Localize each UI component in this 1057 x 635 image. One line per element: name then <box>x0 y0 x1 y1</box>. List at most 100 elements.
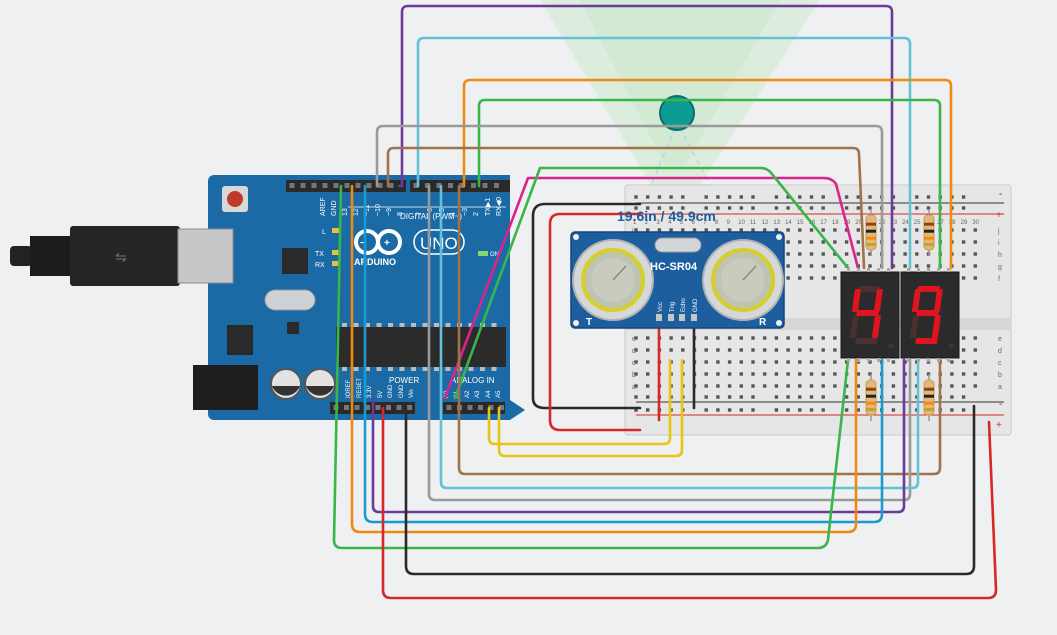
rail-hole[interactable] <box>856 195 860 199</box>
breadboard-hole[interactable] <box>821 252 825 256</box>
breadboard-hole[interactable] <box>751 336 755 340</box>
breadboard-hole[interactable] <box>716 348 720 352</box>
breadboard-hole[interactable] <box>821 264 825 268</box>
breadboard-hole[interactable] <box>833 336 837 340</box>
breadboard-hole[interactable] <box>646 228 650 232</box>
header-pin[interactable] <box>344 405 349 410</box>
breadboard-hole[interactable] <box>774 372 779 376</box>
breadboard-hole[interactable] <box>973 240 977 244</box>
breadboard-hole[interactable] <box>844 252 849 256</box>
breadboard-hole[interactable] <box>833 252 837 256</box>
breadboard-hole[interactable] <box>821 372 825 376</box>
breadboard-hole[interactable] <box>634 336 638 340</box>
breadboard-hole[interactable] <box>739 228 743 232</box>
breadboard-hole[interactable] <box>657 228 662 232</box>
rail-hole[interactable] <box>634 206 638 210</box>
breadboard-hole[interactable] <box>809 348 814 352</box>
breadboard-hole[interactable] <box>844 228 849 232</box>
breadboard-hole[interactable] <box>634 360 638 364</box>
breadboard-hole[interactable] <box>961 228 966 232</box>
wire-green-bottom[interactable] <box>332 184 850 550</box>
breadboard-hole[interactable] <box>809 264 814 268</box>
rail-hole[interactable] <box>856 395 860 399</box>
breadboard-hole[interactable] <box>868 264 872 268</box>
header-pin[interactable] <box>478 405 483 410</box>
header-pin[interactable] <box>467 405 473 410</box>
rail-hole[interactable] <box>727 395 732 399</box>
header-pin[interactable] <box>407 405 412 410</box>
seven-segment-display[interactable]: 9 <box>900 268 960 362</box>
rail-hole[interactable] <box>844 395 849 399</box>
breadboard-hole[interactable] <box>961 252 966 256</box>
header-pin[interactable] <box>499 405 504 410</box>
rail-hole[interactable] <box>868 206 872 210</box>
wire-purple[interactable] <box>397 4 894 270</box>
rail-hole[interactable] <box>669 206 673 210</box>
header-pin[interactable] <box>448 183 453 188</box>
breadboard-hole[interactable] <box>856 384 860 388</box>
rail-hole[interactable] <box>891 195 896 199</box>
wire-gray-top[interactable] <box>375 124 884 270</box>
wire-blue[interactable] <box>363 184 884 524</box>
rail-hole[interactable] <box>716 206 720 210</box>
breadboard-hole[interactable] <box>763 228 767 232</box>
rail-hole[interactable] <box>704 395 708 399</box>
breadboard-hole[interactable] <box>774 360 779 364</box>
wire-black-bottom[interactable] <box>404 404 976 576</box>
breadboard-hole[interactable] <box>798 348 802 352</box>
rail-hole[interactable] <box>926 206 931 210</box>
header-pin[interactable] <box>388 183 394 188</box>
breadboard-hole[interactable] <box>774 336 779 340</box>
rail-hole[interactable] <box>681 195 685 199</box>
rail-hole[interactable] <box>751 206 755 210</box>
breadboard-hole[interactable] <box>634 372 638 376</box>
wire-orange-bottom[interactable] <box>350 184 858 534</box>
breadboard-hole[interactable] <box>891 252 896 256</box>
breadboard-hole[interactable] <box>798 264 802 268</box>
breadboard-hole[interactable] <box>798 228 802 232</box>
breadboard-hole[interactable] <box>739 336 743 340</box>
breadboard-hole[interactable] <box>634 348 638 352</box>
breadboard-hole[interactable] <box>798 276 802 280</box>
breadboard-hole[interactable] <box>669 228 673 232</box>
breadboard-hole[interactable] <box>821 228 825 232</box>
rail-hole[interactable] <box>821 206 825 210</box>
breadboard-hole[interactable] <box>704 228 708 232</box>
breadboard-hole[interactable] <box>973 264 977 268</box>
breadboard-hole[interactable] <box>751 360 755 364</box>
breadboard-hole[interactable] <box>774 228 779 232</box>
header-pin[interactable] <box>488 405 494 410</box>
rail-hole[interactable] <box>727 195 732 199</box>
breadboard-hole[interactable] <box>798 384 802 388</box>
header-pin[interactable] <box>471 183 476 188</box>
breadboard-hole[interactable] <box>809 336 814 340</box>
rail-hole[interactable] <box>786 195 790 199</box>
rail-hole[interactable] <box>646 395 650 399</box>
breadboard-hole[interactable] <box>716 372 720 376</box>
breadboard-hole[interactable] <box>821 336 825 340</box>
breadboard-hole[interactable] <box>961 276 966 280</box>
sensor-pin[interactable] <box>656 314 662 321</box>
breadboard-hole[interactable] <box>973 384 977 388</box>
rail-hole[interactable] <box>634 195 638 199</box>
breadboard-hole[interactable] <box>763 336 767 340</box>
breadboard-hole[interactable] <box>891 228 896 232</box>
header-pin[interactable] <box>375 405 381 410</box>
rail-hole[interactable] <box>950 395 954 399</box>
breadboard-hole[interactable] <box>786 348 790 352</box>
rail-hole[interactable] <box>844 195 849 199</box>
rail-hole[interactable] <box>774 206 779 210</box>
breadboard-hole[interactable] <box>821 276 825 280</box>
breadboard-hole[interactable] <box>903 264 907 268</box>
rail-hole[interactable] <box>786 206 790 210</box>
rail-hole[interactable] <box>809 195 814 199</box>
breadboard-hole[interactable] <box>833 228 837 232</box>
breadboard-hole[interactable] <box>961 348 966 352</box>
rail-hole[interactable] <box>739 395 743 399</box>
breadboard-hole[interactable] <box>763 384 767 388</box>
breadboard-hole[interactable] <box>856 240 860 244</box>
breadboard-hole[interactable] <box>739 384 743 388</box>
rail-hole[interactable] <box>950 408 954 412</box>
